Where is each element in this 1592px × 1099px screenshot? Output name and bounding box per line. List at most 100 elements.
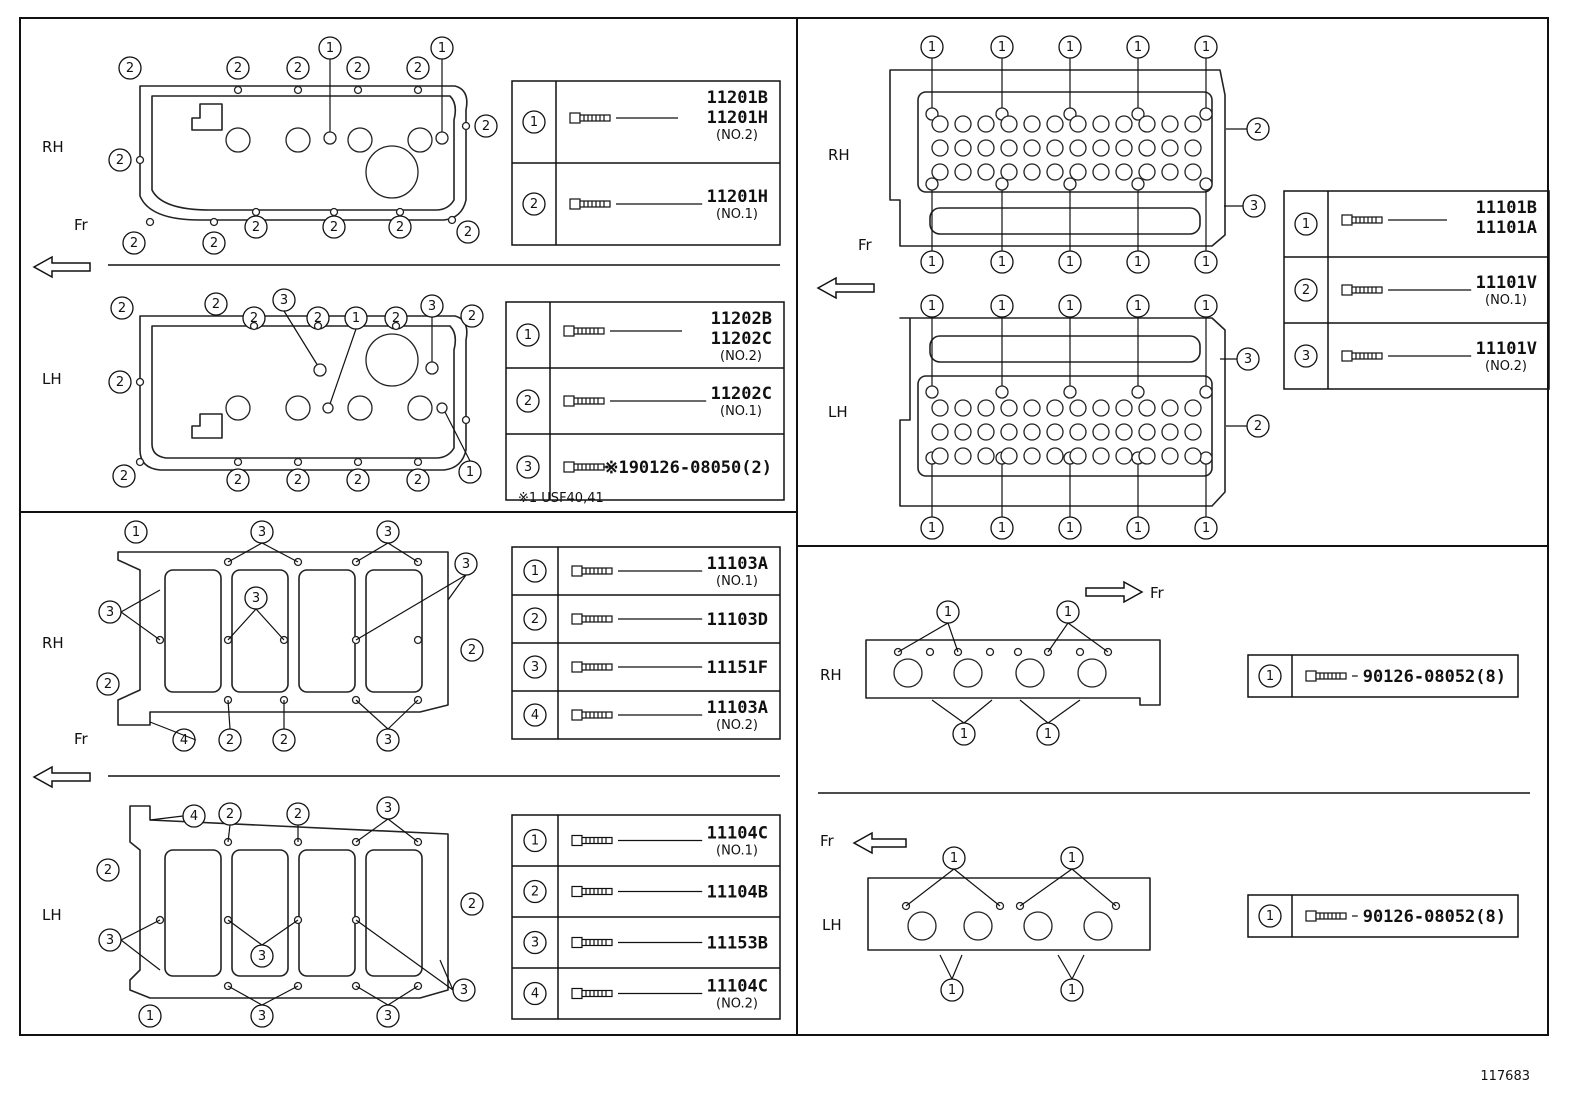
head-side-lh-bore-1: [963, 911, 993, 941]
cylinder-head-rh-bottom-callout-2: 1: [1058, 250, 1082, 274]
cylinder-head-lh-valve-bore: [977, 399, 995, 417]
head-cover-lh-callout-15: 1: [458, 460, 482, 484]
lower-lh-callout-4: 2: [96, 858, 120, 882]
head-cover-lh-boss: [365, 333, 419, 387]
svg-text:1: 1: [1302, 217, 1310, 232]
cylinder-head-lh-valve-bore: [1092, 399, 1110, 417]
table-lower-rh-row-1-sub: (NO.1): [716, 574, 758, 589]
bolt-hole: [995, 385, 1009, 399]
svg-text:1: 1: [1202, 299, 1210, 314]
table-head-cover-lh: [505, 301, 785, 501]
svg-text:1: 1: [530, 115, 538, 130]
svg-text:4: 4: [190, 809, 198, 824]
front-arrow-studs-lh: [852, 831, 907, 855]
cylinder-head-lh-valve-bore: [1023, 447, 1041, 465]
lower-lh-callout-3: 3: [376, 796, 400, 820]
label-fr-studs-rh: Fr: [1150, 584, 1165, 602]
table-head-cover-lh-row-3-callout: 3: [516, 455, 540, 479]
lower-lh-callout-10: 3: [250, 1004, 274, 1028]
cylinder-head-rh-top-callout-1: 1: [990, 35, 1014, 59]
lower-rh-callout-7: 2: [96, 672, 120, 696]
cam-housing-rh-bay-1: [164, 569, 222, 693]
cylinder-head-lh-valve-bore: [977, 447, 995, 465]
svg-text:2: 2: [118, 301, 126, 316]
cylinder-head-lh-valve-bore: [1023, 399, 1041, 417]
table-cylinder-head-row-3-part: 11101V: [1476, 339, 1537, 359]
svg-text:3: 3: [524, 460, 532, 475]
table-lower-lh-row-1-sub: (NO.1): [716, 844, 758, 859]
footnote-usf: ※1 USF40,41: [518, 491, 604, 506]
table-cylinder-head-row-2-sub: (NO.1): [1485, 293, 1527, 308]
cylinder-head-lh-callout-3: 3: [1236, 347, 1260, 371]
svg-text:2: 2: [294, 61, 302, 76]
table-stud-lh-row-1-bolt-icon: [1305, 910, 1347, 922]
svg-text:1: 1: [1202, 40, 1210, 55]
head-cover-lh-bolt-1a: [322, 402, 334, 414]
cylinder-head-lh-valve-bore: [1092, 423, 1110, 441]
head-cover-rh-callout-7: 2: [122, 231, 146, 255]
table-cylinder-head-row-1-bolt-icon: [1341, 214, 1383, 226]
head-cover-lh-callout-6: 2: [108, 370, 132, 394]
svg-text:1: 1: [928, 255, 936, 270]
cylinder-head-rh-valve-bore: [1092, 115, 1110, 133]
bolt-hole: [1131, 385, 1145, 399]
lower-lh-callout-0: 4: [182, 804, 206, 828]
head-cover-lh-bolt-hole-0: [135, 377, 145, 387]
head-cover-lh-leader-3a: [283, 310, 319, 367]
lower-lh-callout-11: 3: [376, 1004, 400, 1028]
table-lower-lh-row-2-bolt-icon: [571, 885, 613, 898]
table-lower-lh-row-1-bolt-icon: [571, 834, 613, 847]
cylinder-head-rh-callout-3: 3: [1242, 194, 1266, 218]
cylinder-head-lh-valve-bore: [1115, 423, 1133, 441]
cylinder-head-rh-outline: [889, 69, 1226, 247]
lower-rh-callout-0: 1: [124, 520, 148, 544]
cylinder-head-lh-valve-bore: [931, 423, 949, 441]
svg-text:1: 1: [1202, 255, 1210, 270]
cylinder-head-lh-top-callout-4: 1: [1194, 294, 1218, 318]
head-cover-lh-callout-5: 2: [460, 304, 484, 328]
cylinder-head-rh-valve-bore: [954, 163, 972, 181]
leader-line: [255, 608, 285, 641]
table-lower-lh: [511, 814, 781, 1020]
svg-text:2: 2: [354, 473, 362, 488]
table-lower-lh-row-3-part: 11153B: [707, 934, 768, 954]
head-cover-rh-outline: [139, 85, 468, 221]
head-cover-rh-callout-3: 2: [346, 56, 370, 80]
head-cover-rh-bolt-hole-5: [135, 155, 145, 165]
cylinder-head-lh-outline: [899, 317, 1226, 507]
label-fr-studs-lh: Fr: [820, 832, 835, 850]
svg-text:2: 2: [392, 311, 400, 326]
head-cover-rh-bolt-hole-2: [353, 85, 363, 95]
leader-line: [1071, 868, 1117, 907]
svg-text:3: 3: [384, 1009, 392, 1024]
head-cover-rh-boss: [365, 145, 419, 199]
svg-text:1: 1: [948, 983, 956, 998]
cylinder-head-rh-top-callout-0: 1: [920, 35, 944, 59]
cylinder-head-lh-valve-bore: [1046, 399, 1064, 417]
svg-text:2: 2: [1254, 122, 1262, 137]
head-side-rh-stud-hole-1: [925, 647, 935, 657]
svg-text:2: 2: [1254, 419, 1262, 434]
label-rh-studs: RH: [820, 666, 842, 684]
head-side-rh-bore-1: [953, 658, 983, 688]
cylinder-head-rh-valve-bore: [1184, 115, 1202, 133]
leader-line: [1019, 868, 1073, 907]
table-lower-rh: [511, 546, 781, 740]
reference-number: 117683: [1480, 1069, 1530, 1084]
svg-text:2: 2: [524, 394, 532, 409]
table-head-cover-lh-row-1-part-b: 11202C: [711, 329, 772, 349]
head-side-rh-callout-top-b: 1: [1056, 600, 1080, 624]
cylinder-head-lh-top-callout-1: 1: [990, 294, 1014, 318]
head-cover-lh-callout-13: 3: [420, 294, 444, 318]
leader-line: [387, 542, 419, 563]
lower-rh-callout-9: 2: [218, 728, 242, 752]
svg-text:1: 1: [928, 299, 936, 314]
cylinder-head-lh-valve-bore: [931, 447, 949, 465]
head-side-lh-bore-0: [907, 911, 937, 941]
table-head-cover-rh-row-1-part-a: 11201B: [707, 88, 768, 108]
leader-line: [120, 919, 161, 941]
head-cover-rh-bolt-hole-7: [209, 217, 219, 227]
table-cylinder-head-row-2-bolt-icon: [1341, 284, 1383, 296]
cylinder-head-rh-callout-2: 2: [1246, 117, 1270, 141]
svg-text:1: 1: [1266, 669, 1274, 684]
